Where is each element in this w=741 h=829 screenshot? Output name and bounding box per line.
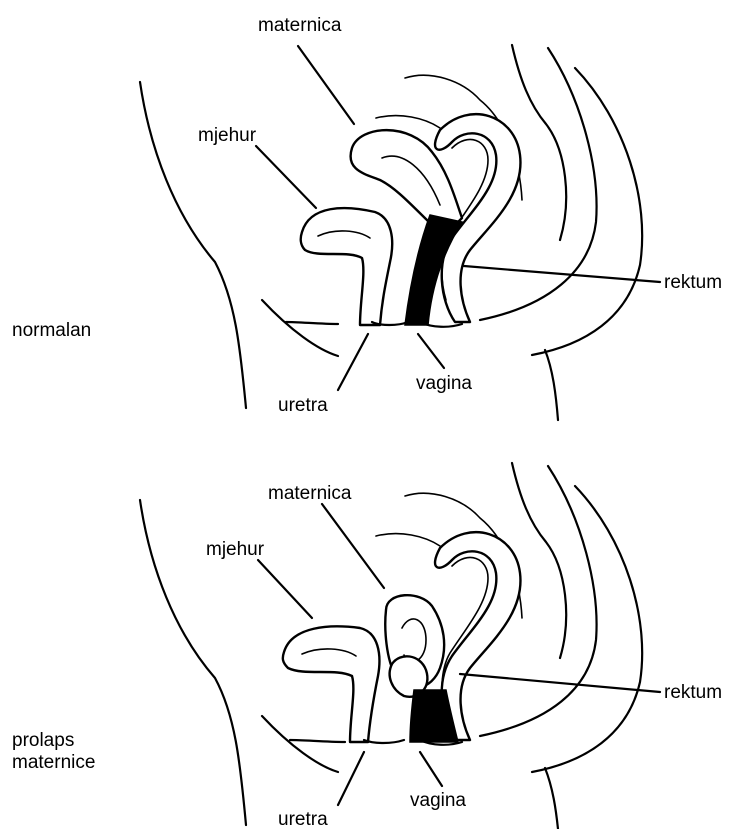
bladder-shape bbox=[301, 208, 392, 325]
leader-urethra-top bbox=[338, 334, 368, 390]
label-bladder-top: mjehur bbox=[198, 125, 257, 146]
label-uterus-bottom: maternica bbox=[268, 483, 352, 504]
body-outline-belly bbox=[262, 300, 338, 356]
label-vagina-bottom: vagina bbox=[410, 790, 466, 811]
leader-bladder-top bbox=[256, 146, 316, 208]
panel-prolapse: maternica mjehur rektum uretra vagina pr… bbox=[12, 463, 722, 829]
body-outline-back-outer bbox=[532, 68, 642, 355]
sacrum-line-1-b bbox=[512, 463, 566, 658]
label-rectum-top: rektum bbox=[664, 272, 722, 293]
label-bladder-bottom: mjehur bbox=[206, 539, 265, 560]
label-uterus-top: maternica bbox=[258, 15, 342, 36]
leader-rectum-top bbox=[464, 266, 660, 282]
sacrum-line-1 bbox=[512, 45, 566, 240]
leader-rectum-bottom bbox=[460, 674, 660, 692]
label-urethra-bottom: uretra bbox=[278, 809, 328, 829]
leader-vagina-top bbox=[418, 334, 444, 368]
leader-uterus-bottom bbox=[322, 504, 384, 588]
label-urethra-top: uretra bbox=[278, 395, 328, 416]
sacrum-line-3-b bbox=[376, 534, 440, 546]
body-outline-back-outer-b bbox=[532, 486, 642, 772]
body-outline-belly-b bbox=[262, 716, 338, 772]
leader-vagina-bottom bbox=[420, 752, 442, 786]
bladder-shape-b bbox=[283, 626, 380, 742]
panel-normal: maternica mjehur rektum uretra vagina no… bbox=[12, 15, 722, 420]
label-state-normal: normalan bbox=[12, 320, 91, 341]
perineum-line bbox=[545, 350, 558, 420]
leader-urethra-bottom bbox=[338, 752, 364, 805]
sacrum-line-3 bbox=[376, 116, 440, 128]
label-state-prolapse-1: prolaps bbox=[12, 730, 74, 751]
perineum-line-b bbox=[545, 768, 558, 829]
label-rectum-bottom: rektum bbox=[664, 682, 722, 703]
leader-bladder-bottom bbox=[258, 560, 312, 618]
label-state-prolapse-2: maternice bbox=[12, 752, 95, 773]
label-vagina-top: vagina bbox=[416, 373, 472, 394]
leader-uterus-top bbox=[298, 46, 354, 124]
